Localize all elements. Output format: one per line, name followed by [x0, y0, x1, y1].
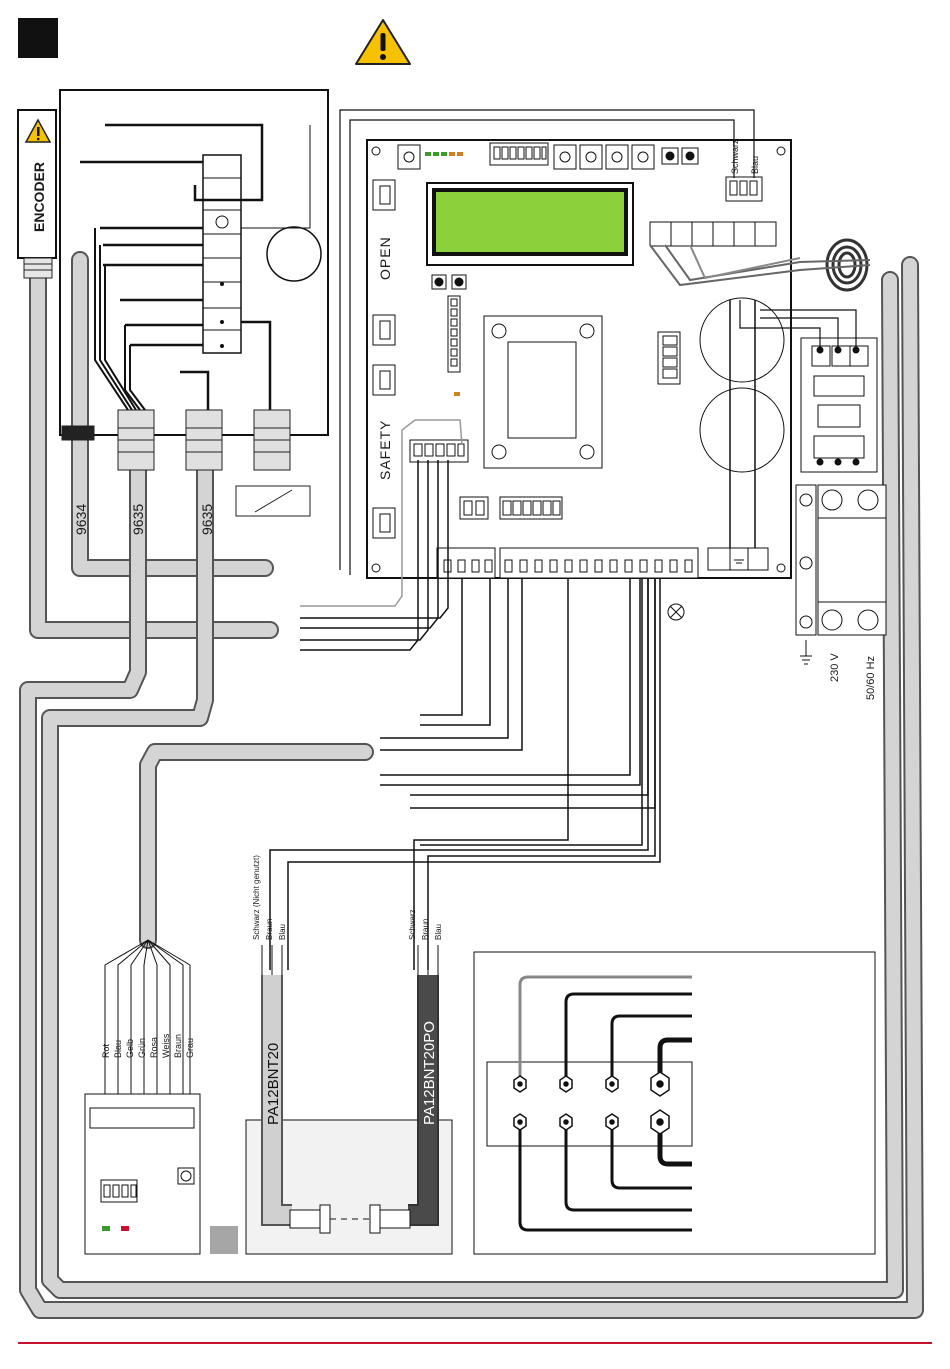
cable-glands	[62, 410, 310, 516]
svg-text:Weiss: Weiss	[161, 1033, 171, 1058]
cable-label-2: 9635	[130, 504, 146, 535]
label-open: OPEN	[377, 236, 393, 280]
radio-receiver	[85, 940, 200, 1254]
corner-marker	[18, 18, 58, 58]
power-input	[796, 338, 886, 664]
photocell-group: PA12BNT20 PA12BNT20PO Schwarz (Nicht gen…	[246, 855, 452, 1254]
cable-label-1: 9634	[73, 504, 89, 535]
svg-text:Rot: Rot	[101, 1043, 111, 1058]
encoder-label: ENCODER	[31, 162, 47, 232]
receiver-wire-labels: Rot Blau Gelb Grün Rosa Weiss Braun Grau	[101, 1033, 195, 1058]
photocell-rx-wire-3: Blau	[434, 924, 443, 940]
photocell-rx-model: PA12BNT20PO	[421, 1021, 438, 1125]
top-wire-label-2: Blau	[750, 156, 760, 174]
svg-text:Rosa: Rosa	[149, 1037, 159, 1058]
cable-label-3: 9635	[199, 504, 215, 535]
svg-text:Gelb: Gelb	[125, 1039, 135, 1058]
photocell-tx-model: PA12BNT20	[265, 1043, 282, 1125]
photocell-tx-wire-3: Blau	[278, 924, 287, 940]
gray-square-marker	[210, 1226, 238, 1254]
control-board: OPEN SAFETY	[367, 139, 791, 620]
power-voltage: 230 V	[829, 653, 841, 682]
label-safety: SAFETY	[377, 420, 393, 480]
top-wire-label-1: Schwarz	[730, 139, 740, 174]
warning-triangle-icon	[356, 20, 410, 64]
svg-text:Blau: Blau	[113, 1040, 123, 1058]
photocell-rx-wire-1: Schwarz	[408, 909, 417, 940]
encoder-unit: ENCODER	[18, 110, 56, 278]
terminal-detail-panel	[474, 952, 875, 1254]
svg-text:Braun: Braun	[173, 1034, 183, 1058]
svg-text:Grün: Grün	[137, 1038, 147, 1058]
svg-text:Grau: Grau	[185, 1038, 195, 1058]
photocell-rx-wire-2: Braun	[421, 919, 430, 940]
photocell-tx-wire-1: Schwarz (Nicht genutzt)	[252, 855, 261, 940]
photocell-tx-wire-2: Braun	[265, 919, 274, 940]
power-frequency: 50/60 Hz	[865, 656, 877, 700]
motor-box	[60, 90, 328, 435]
